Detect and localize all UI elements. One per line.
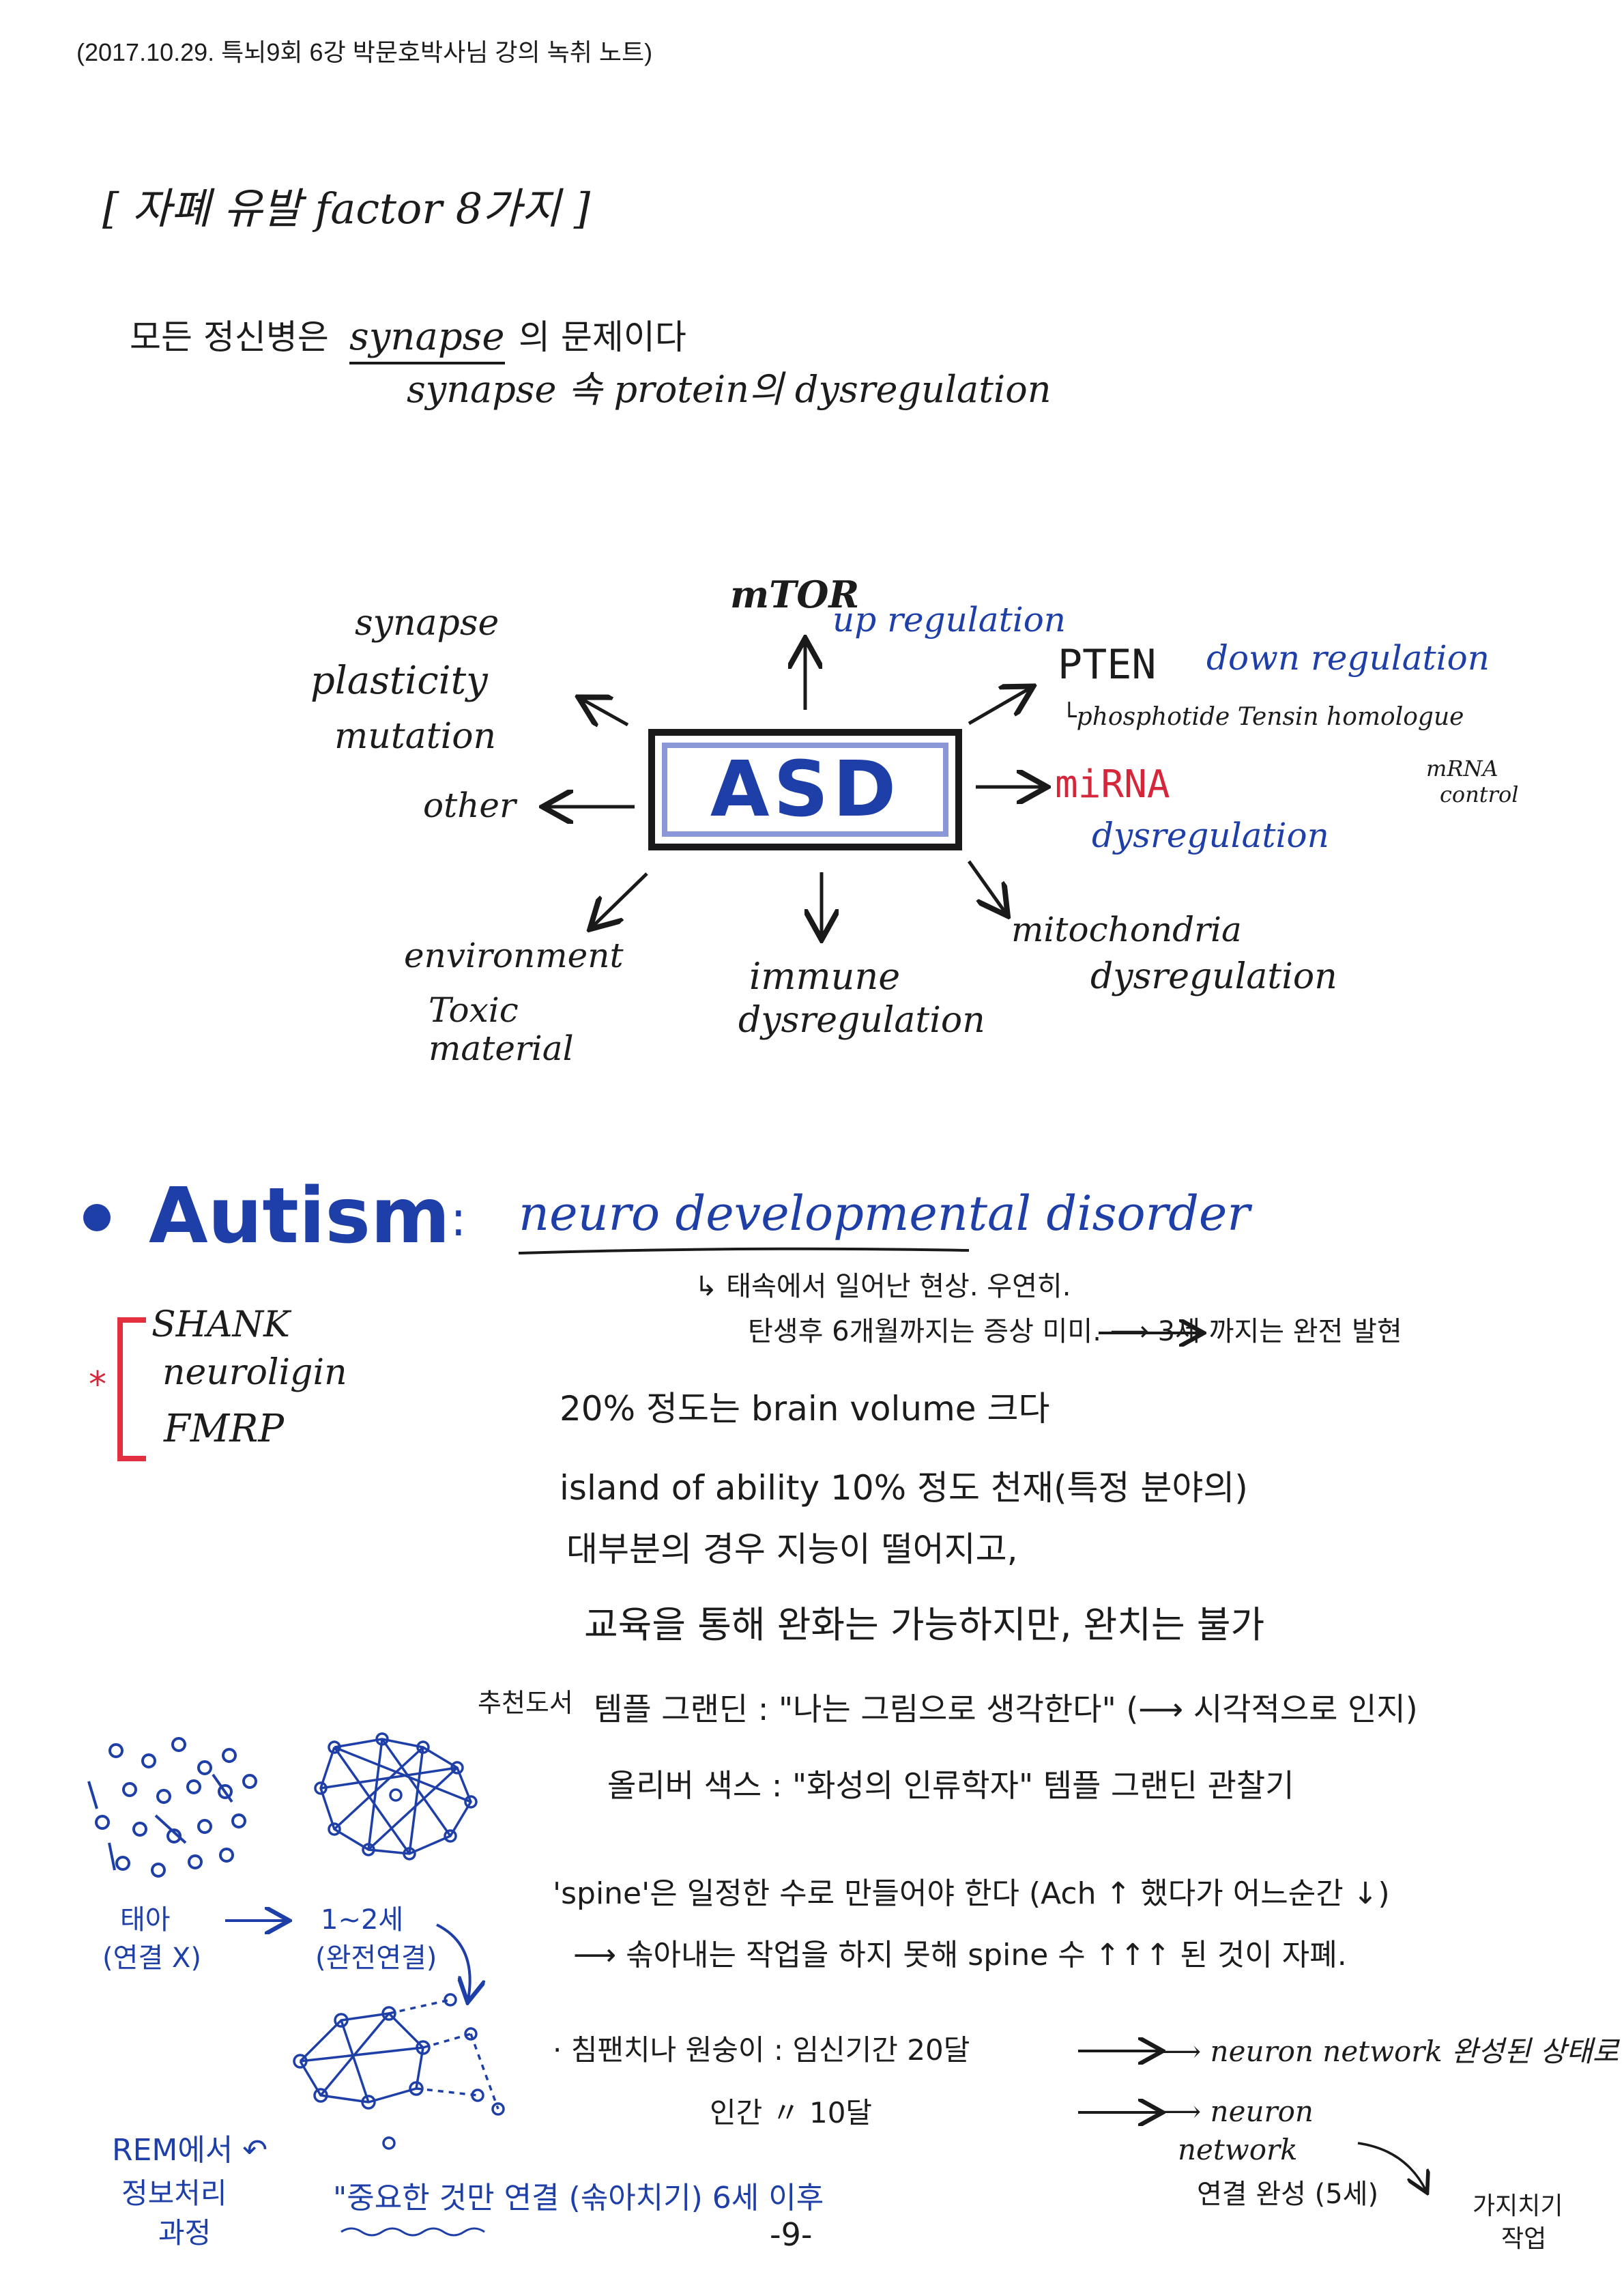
rem-line-1: REM에서 ↶ [112, 2133, 268, 2168]
arrow-to-pten [968, 688, 1030, 726]
intro-line1-prefix: 모든 정신병은 [130, 317, 329, 357]
age12-label: 1~2세 [321, 1904, 404, 1936]
rem-line-3: 과정 [158, 2216, 212, 2250]
arrow-to-environment [592, 872, 648, 927]
bullet-dot [83, 1204, 111, 1231]
mrna-control-line2: control [1440, 781, 1519, 807]
human-result-2: network [1178, 2133, 1298, 2166]
mirna-label: miRNA [1055, 762, 1170, 807]
human-result-1: ⟶ neuron [1160, 2095, 1314, 2128]
asd-box: ASD [648, 729, 962, 850]
material-label: material [429, 1029, 574, 1068]
human-result-3: 연결 완성 (5세) [1197, 2179, 1379, 2210]
fetus-neuron-sketch [87, 1737, 257, 1878]
autism-colon: : [450, 1191, 467, 1247]
autism-definition: neuro developmental disorder [519, 1186, 1250, 1242]
other-label: other [423, 786, 516, 825]
book-temple-grandin: 템플 그랜딘 : "나는 그림으로 생각한다" (⟶ 시각적으로 인지) [594, 1691, 1418, 1727]
age12-sub-label: (완전연결) [315, 1942, 437, 1974]
intro-line1-synapse: synapse [349, 315, 505, 365]
page-number: -9- [770, 2216, 813, 2253]
fetus-label: 태아 [120, 1904, 171, 1936]
fact-island-ability: island of ability 10% 정도 천재(특정 분야의) [560, 1468, 1248, 1508]
arrow-to-synapse [581, 699, 629, 725]
fact-intelligence: 대부분의 경우 지능이 떨어지고, [566, 1530, 1018, 1569]
pruned-network-sketch [293, 1993, 505, 2150]
genes-bracket [117, 1317, 146, 1461]
mtor-label: mTOR [730, 573, 860, 616]
chimp-gestation: · 침팬치나 원숭이 : 임신기간 20달 [553, 2033, 970, 2067]
intro-line2: synapse 속 protein의 dysregulation [407, 368, 1052, 411]
mitochondria-label: mitochondria [1011, 910, 1242, 949]
header-caption: (2017.10.29. 특뇌9회 6강 박문호박사님 강의 녹취 노트) [76, 38, 653, 66]
chimp-result: ⟶ neuron network 완성된 상태로 출생 [1160, 2035, 1624, 2068]
arrow-to-mitochondria [967, 860, 1006, 913]
section-title: [ 자폐 유발 factor 8가지 ] [102, 184, 591, 233]
synapse-label: synapse [355, 603, 499, 644]
genes-star: * [89, 1364, 106, 1405]
book-oliver-sacks: 올리버 색스 : "화성의 인류학자" 템플 그랜딘 관찰기 [607, 1767, 1294, 1804]
environment-label: environment [404, 936, 624, 975]
fact-education: 교육을 통해 완화는 가능하지만, 완치는 불가 [584, 1603, 1265, 1646]
plasticity-label: plasticity [310, 659, 488, 703]
pten-sub: └phosphotide Tensin homologue [1062, 703, 1464, 731]
full-network-sketch [314, 1732, 478, 1861]
mutation-label: mutation [334, 716, 497, 757]
rem-line-2: 정보처리 [121, 2177, 227, 2210]
pten-note: down regulation [1206, 638, 1490, 678]
autism-note-1: ↳ 태속에서 일어난 현상. 우연히. [695, 1271, 1071, 1302]
pruning-line-1: 가지치기 [1473, 2192, 1563, 2220]
immune-label: immune [749, 955, 901, 998]
mrna-control-line1: mRNA [1426, 756, 1498, 781]
human-gestation: 인간 〃 10달 [710, 2096, 873, 2129]
books-label: 추천도서 [478, 1688, 573, 1718]
pruning-line-2: 작업 [1501, 2225, 1547, 2253]
mitochondria-dysregulation-label: dysregulation [1090, 956, 1337, 997]
autism-note-2: 탄생후 6개월까지는 증상 미미. ⟶ 3세 까지는 완전 발현 [748, 1316, 1402, 1347]
mtor-note: up regulation [832, 600, 1066, 640]
toxic-label: Toxic [429, 990, 519, 1030]
gene-fmrp: FMRP [164, 1407, 285, 1451]
pten-label: PTEN [1058, 641, 1157, 689]
intro-line1-suffix: 의 문제이다 [519, 317, 686, 357]
spine-line-1: 'spine'은 일정한 수로 만들어야 한다 (Ach ↑ 했다가 어느순간 … [553, 1876, 1390, 1911]
important-connection-note: "중요한 것만 연결 (솎아치기) 6세 이후 [333, 2181, 824, 2215]
gene-neuroligin: neuroligin [162, 1352, 347, 1393]
spine-line-2: ⟶ 솎아내는 작업을 하지 못해 spine 수 ↑↑↑ 된 것이 자폐. [573, 1938, 1347, 1972]
asd-label: ASD [662, 743, 948, 837]
fetus-sub-label: (연결 X) [102, 1942, 201, 1974]
autism-title: Autism [149, 1172, 450, 1261]
mirna-note: dysregulation [1092, 816, 1329, 855]
gene-shank: SHANK [151, 1304, 290, 1345]
fact-brain-volume: 20% 정도는 brain volume 크다 [560, 1389, 1050, 1429]
immune-dysregulation-label: dysregulation [738, 1000, 985, 1041]
